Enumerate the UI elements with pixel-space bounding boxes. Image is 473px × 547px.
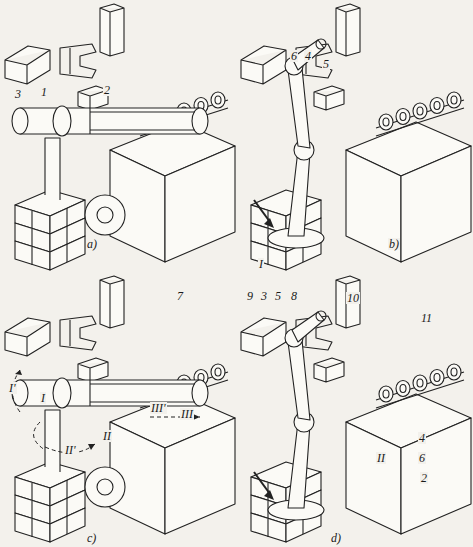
callout-number: c) [86,532,97,544]
callout-number: II [102,430,112,442]
callout-number: 11 [420,312,433,324]
callout-number: 6 [418,452,426,464]
callout-number: II [376,452,386,464]
callout-number: II' [64,444,77,456]
callout-number: 2 [420,472,428,484]
callout-number: b) [388,238,400,250]
callout-number: III' [150,402,167,414]
callout-number: 10 [346,292,360,304]
callout-number: 6 [290,50,298,62]
callout-number: I [258,258,264,270]
callout-number: 3 [14,88,22,100]
callout-number: 5 [274,290,282,302]
callout-number: I' [8,382,17,394]
callout-number: I [40,392,46,404]
callout-number: d) [330,532,342,544]
callout-number: 8 [290,290,298,302]
callout-number: 4 [304,50,312,62]
callout-number: 7 [176,290,184,302]
callout-number: 3 [260,290,268,302]
callout-number: 1 [40,86,48,98]
callout-number: 2 [103,84,111,96]
callout-number: a) [86,238,98,250]
callout-number: 4 [418,432,426,444]
callout-number: 5 [322,58,330,70]
callout-number: 9 [246,290,254,302]
callout-number: III [180,408,194,420]
